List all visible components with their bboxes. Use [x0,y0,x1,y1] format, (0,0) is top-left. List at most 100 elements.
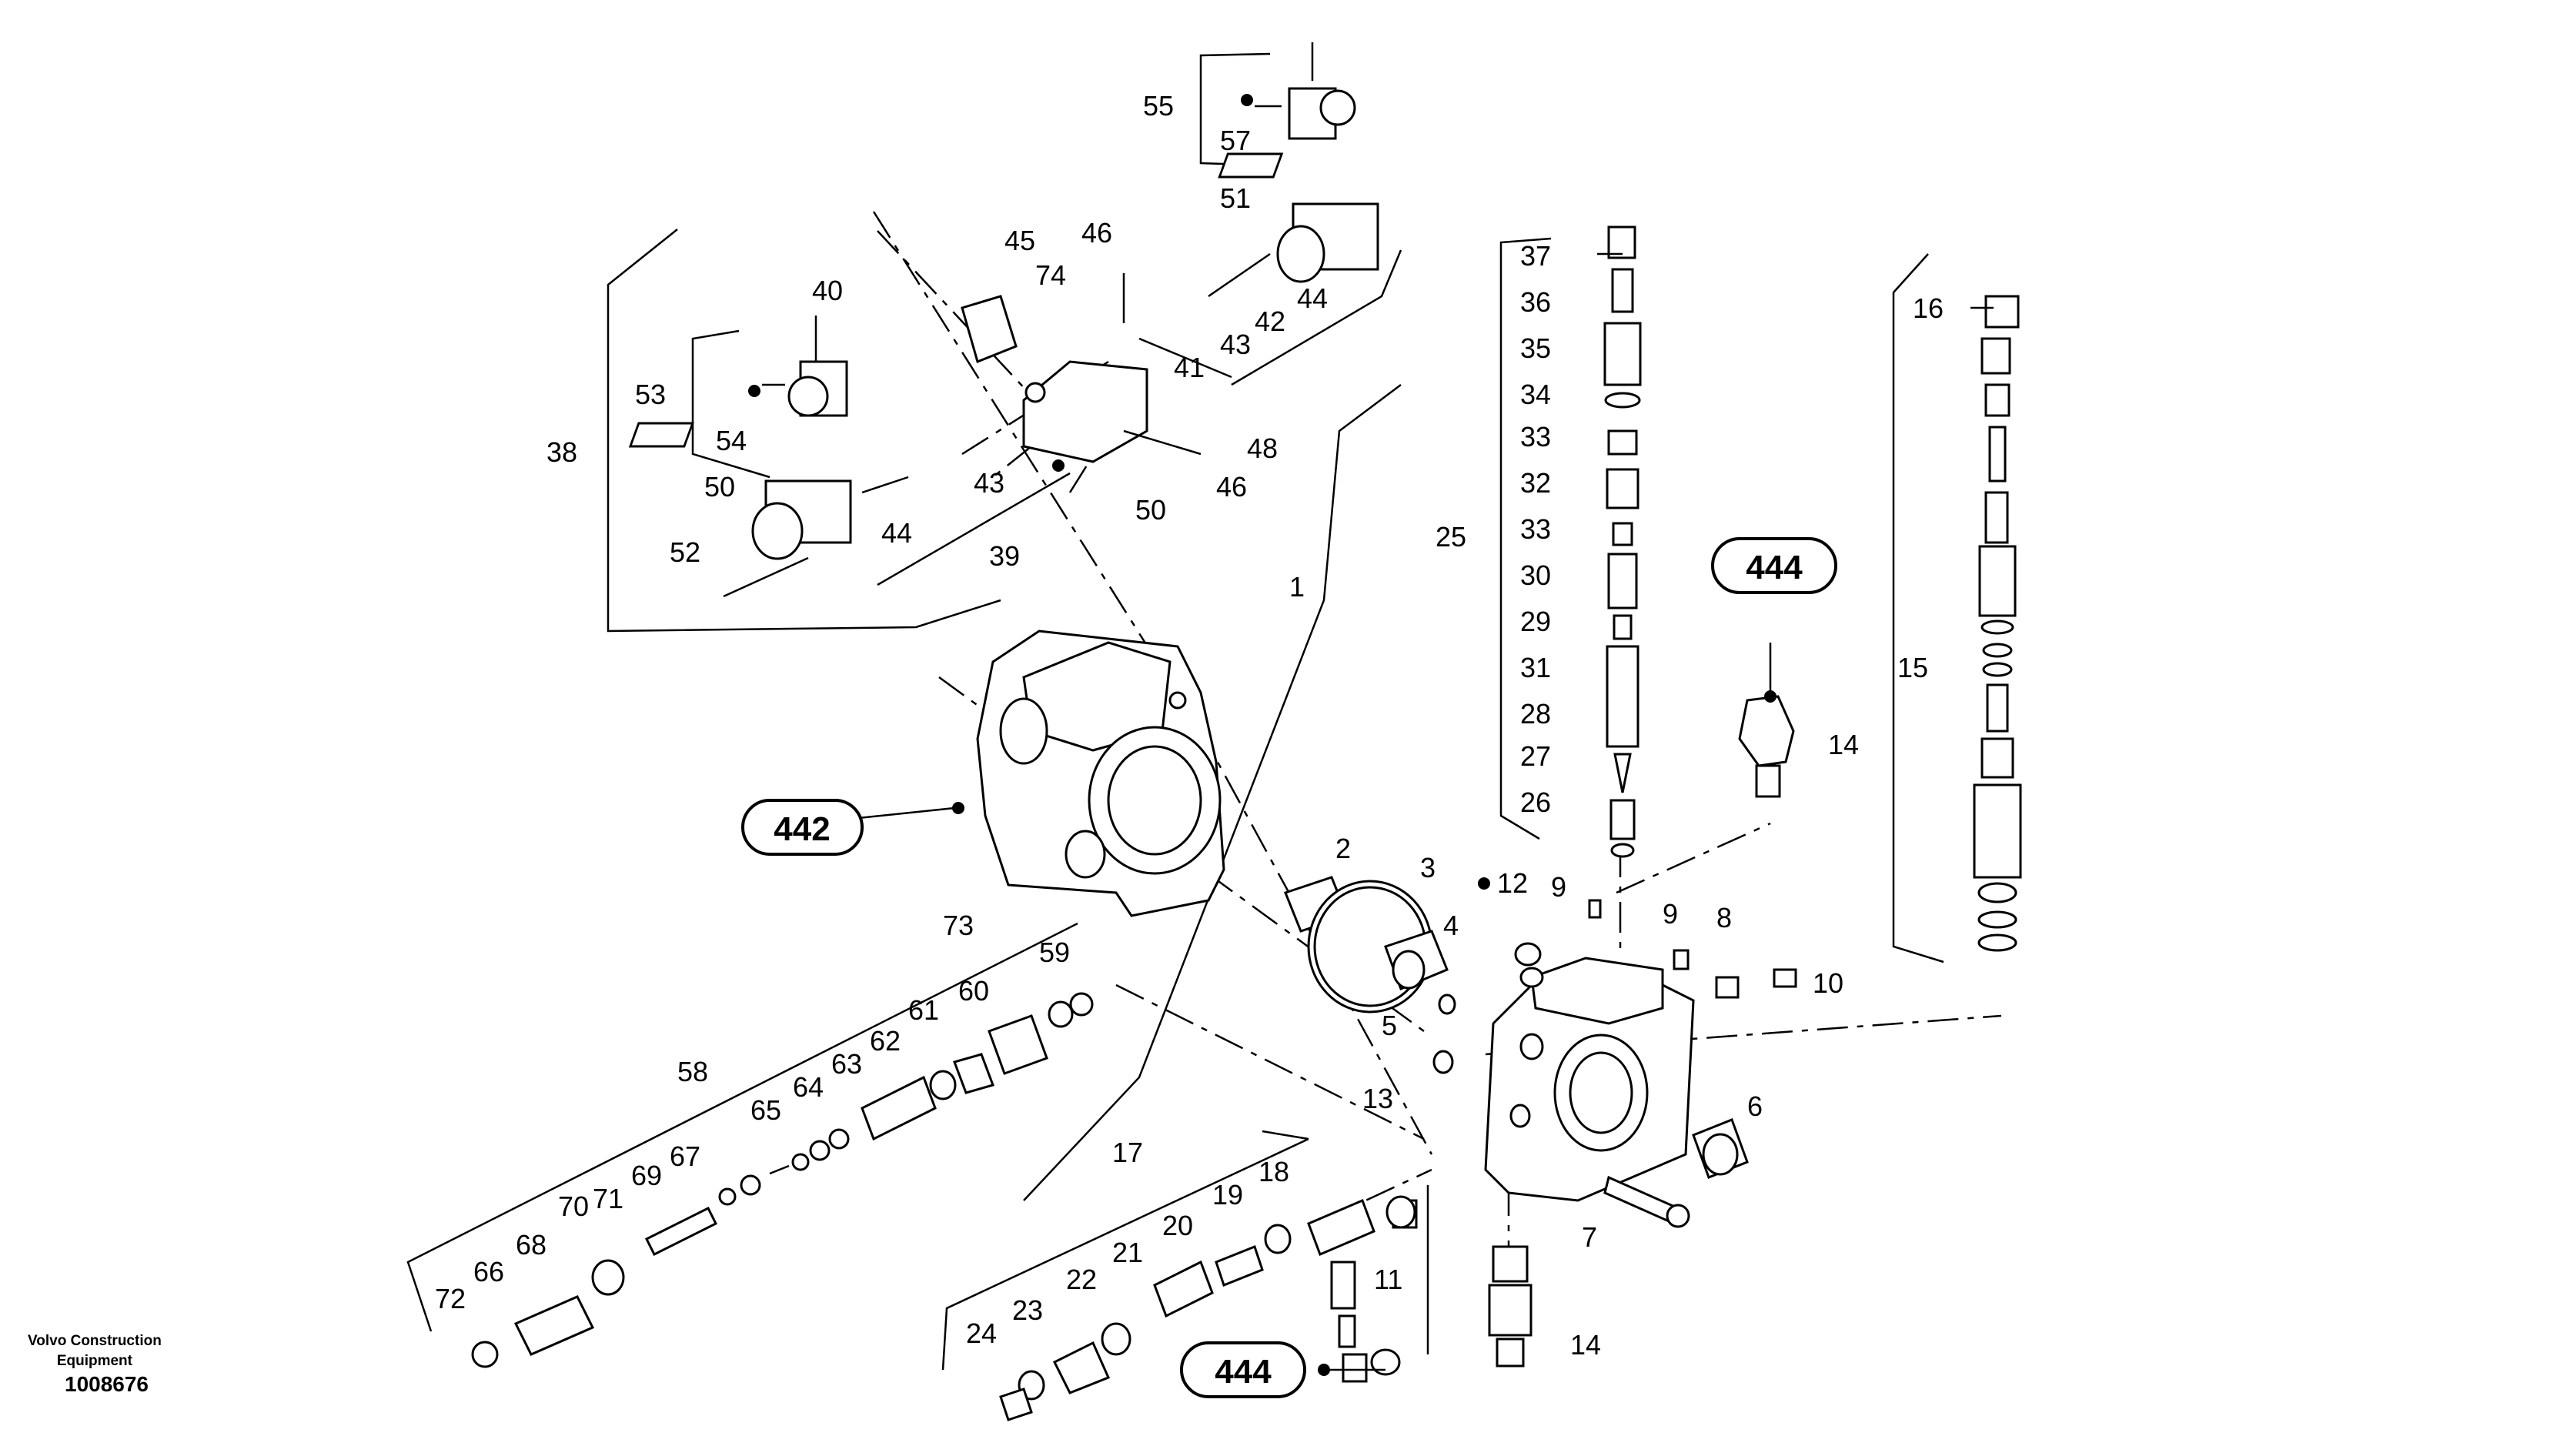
badge-442-label: 442 [774,810,830,848]
fitting-14-bottom [1488,1245,1533,1368]
part-callout: 12 [1497,867,1528,899]
part-callout: 72 [435,1283,466,1314]
pressure-sensor-top [1738,695,1795,798]
valve-body [1484,957,1695,1202]
badge-444-top-label: 444 [1746,549,1803,586]
part-callout: 24 [966,1317,997,1349]
part-callout: 64 [793,1071,824,1103]
company-name-line2: Equipment [56,1353,132,1369]
plug-and-bolt [1603,1118,1749,1228]
part-callout: 22 [1066,1264,1097,1295]
figure-number: 1008676 [65,1372,149,1396]
part-callout: 3 [1420,852,1436,883]
part-callout: 38 [546,436,577,468]
part-callout: 41 [1174,352,1205,383]
part-callout: 58 [677,1056,708,1087]
part-callout: 6 [1747,1090,1763,1122]
part-callout: 27 [1520,740,1551,772]
part-callout: 73 [943,910,974,941]
part-callout: 40 [812,275,843,306]
part-callout: 14 [1828,729,1859,760]
reference-badge-442: 442 [741,799,864,856]
part-callout: 57 [1220,125,1251,156]
part-callout: 31 [1520,652,1551,683]
part-callout: 63 [831,1048,862,1080]
part-callout: 14 [1570,1329,1601,1361]
part-callout: 47 [1247,0,1278,6]
part-callout: 45 [1004,225,1035,256]
part-callout: 28 [1520,698,1551,730]
main-pump-housing [976,629,1225,917]
part-callout: 43 [1220,329,1251,360]
part-callout: 29 [1520,606,1551,637]
publisher-footer: Volvo Construction Equipment 1008676 [28,1331,162,1398]
leader-lines [762,105,1994,1371]
part-callout: 42 [1255,306,1285,337]
part-callout: 33 [1520,513,1551,545]
part-callout: 11 [1374,1264,1402,1295]
part-callout: 35 [1520,332,1551,364]
part-callout: 36 [1520,286,1551,318]
cartridge-stack-25 [1603,225,1642,858]
part-callout: 60 [958,975,989,1007]
part-callout: 46 [1216,471,1247,503]
reference-badge-444-top: 444 [1711,537,1837,594]
part-callout: 21 [1112,1237,1143,1268]
badge-444-bottom-label: 444 [1215,1353,1272,1391]
solenoid-group-top [1208,42,1379,298]
part-callout: 9 [1663,898,1678,930]
part-callout: 74 [1035,259,1066,291]
part-callout: 68 [516,1229,546,1261]
part-callout: 50 [1135,494,1166,526]
part-callout: 18 [1258,1156,1289,1187]
part-callout: 51 [1220,182,1251,214]
part-callout: 5 [1382,1010,1397,1041]
part-callout: 33 [1520,421,1551,452]
part-callout: 65 [750,1094,781,1126]
part-callout: 53 [635,379,666,410]
part-callout: 9 [1551,871,1566,903]
part-callout: 16 [1913,292,1944,324]
part-callout: 48 [1247,432,1278,464]
part-callout: 50 [704,471,735,503]
part-callout: 46 [1081,217,1112,249]
part-callout: 23 [1012,1294,1043,1326]
part-callout: 66 [473,1256,504,1287]
solenoid-group-left [628,316,909,598]
part-callout: 44 [881,517,912,549]
part-callout: 62 [870,1025,901,1057]
part-callout: 43 [974,467,1004,499]
part-callout: 20 [1162,1210,1193,1241]
part-callout: 1 [1289,571,1305,603]
cartridge-stack-14 [1973,295,2022,952]
company-name-line1: Volvo Construction [28,1333,162,1349]
part-callout: 17 [1112,1137,1143,1168]
part-callout: 30 [1520,559,1551,591]
part-callouts: 1 2 3 4 5 6 7 8 9 9 10 11 12 13 14 14 15… [435,0,1944,1361]
part-callout: 44 [1297,282,1328,314]
part-callout: 15 [1897,652,1928,683]
part-callout: 34 [1520,379,1551,410]
part-callout: 13 [1362,1083,1393,1114]
part-callout: 26 [1520,786,1551,818]
part-callout: 59 [1039,937,1070,968]
part-callout: 2 [1335,833,1351,864]
part-callout: 19 [1212,1179,1243,1211]
part-callout: 55 [1143,90,1174,122]
part-callout: 8 [1716,902,1732,933]
part-callout: 67 [670,1140,700,1172]
part-callout: 39 [989,540,1020,572]
part-callout: 10 [1813,967,1843,999]
reference-badge-444-bottom: 444 [1180,1341,1306,1398]
part-callout: 70 [558,1191,589,1222]
part-callout: 7 [1582,1221,1597,1253]
part-callout: 52 [670,536,700,568]
part-callout: 71 [593,1183,623,1214]
spool-group-17 [999,1195,1416,1421]
reference-dots [748,94,1777,1376]
part-callout: 61 [908,994,939,1026]
part-callout: 37 [1520,240,1551,272]
part-callout: 4 [1443,910,1459,941]
part-callout: 69 [631,1160,662,1191]
